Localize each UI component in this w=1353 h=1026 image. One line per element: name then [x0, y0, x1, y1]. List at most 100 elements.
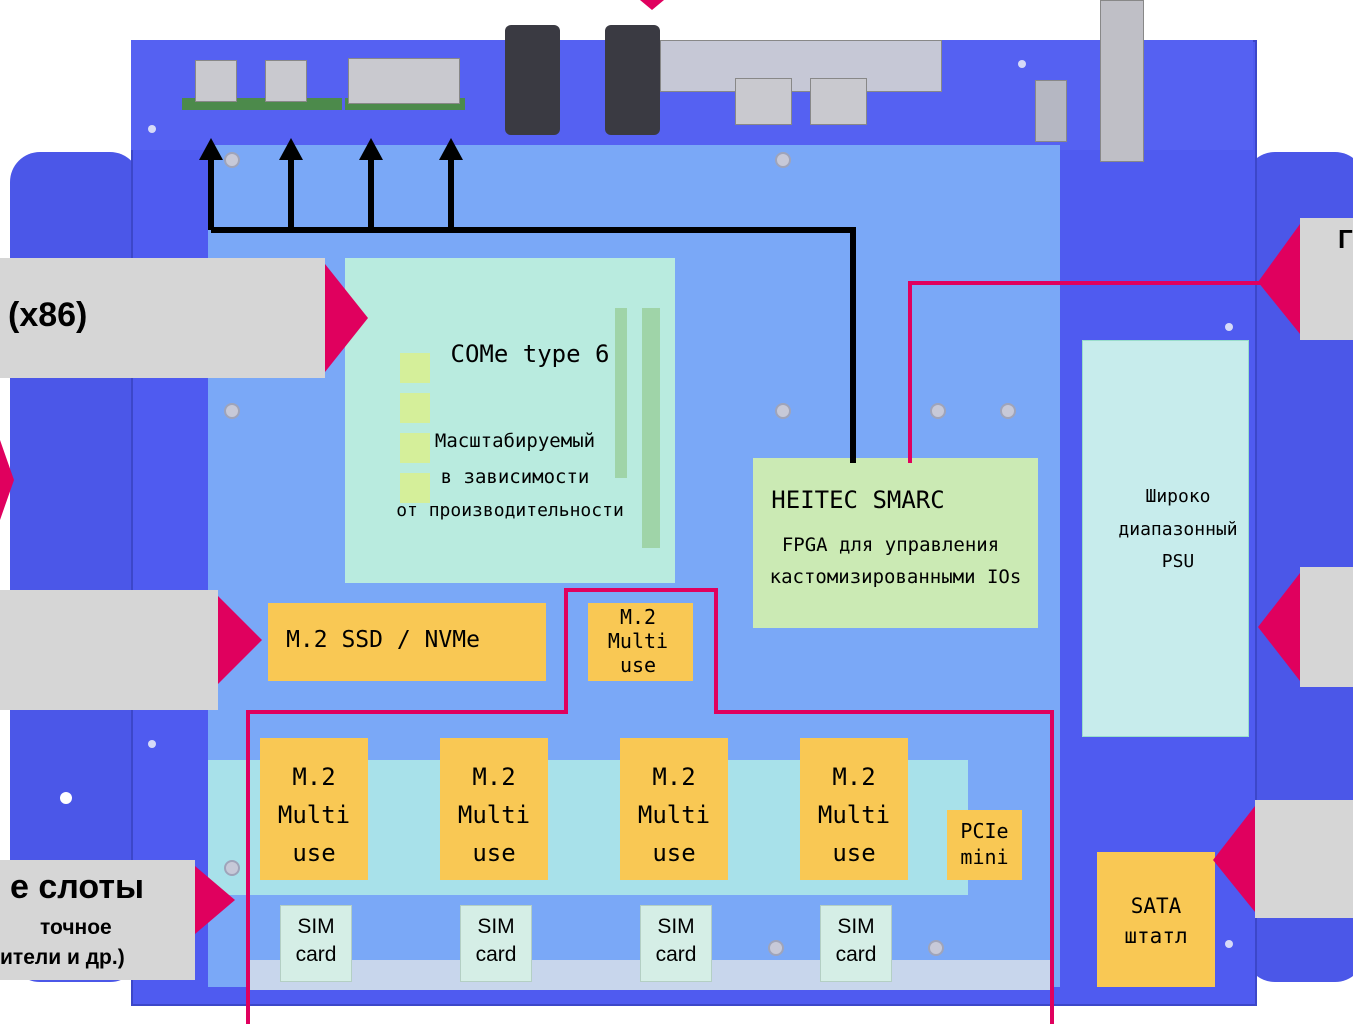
- sim-line: SIM: [477, 915, 515, 938]
- sim-card-slot-4: SIM card: [820, 905, 892, 982]
- m2-slot-line: Multi: [637, 801, 711, 829]
- memory-chip: [400, 473, 430, 503]
- display-connector: [348, 58, 460, 104]
- m2-slot-line: use: [832, 839, 876, 867]
- antenna-connector: [505, 25, 560, 135]
- sim-line: card: [835, 943, 877, 966]
- smarc-desc-line2: кастомизированными IOs: [769, 566, 1022, 588]
- board-dot: [1018, 60, 1026, 68]
- come-module: COMe type 6 Масштабируемый в зависимости…: [345, 258, 675, 583]
- pcie-line2: mini: [960, 845, 1009, 869]
- antenna-connector: [605, 25, 660, 135]
- sim-line: card: [295, 943, 337, 966]
- usb-connector: [195, 60, 237, 102]
- pcie-mini-slot: PCIe mini: [947, 810, 1022, 880]
- m2-small-line3: use: [619, 653, 657, 677]
- sim-line: card: [475, 943, 517, 966]
- m2-slot-2: M.2 Multi use: [440, 738, 548, 880]
- m2-small-line1: M.2: [619, 605, 657, 629]
- mounting-screw: [775, 152, 791, 168]
- psu-line1: Широко: [1145, 486, 1211, 507]
- callout-slots-line2: точное: [40, 916, 112, 939]
- callout-top-right: Г: [1300, 218, 1353, 340]
- m2-slot-line: use: [292, 839, 336, 867]
- io-connector: [660, 40, 942, 92]
- power-connector: [1100, 0, 1144, 162]
- mounting-screw: [768, 940, 784, 956]
- board-dot: [60, 792, 72, 804]
- m2-ssd-label: M.2 SSD / NVMe: [286, 627, 480, 653]
- mounting-screw: [224, 403, 240, 419]
- sim-line: SIM: [657, 915, 695, 938]
- mounting-screw: [775, 403, 791, 419]
- m2-small-line2: Multi: [607, 629, 669, 653]
- io-routing-lines: [208, 160, 856, 463]
- m2-slot-line: M.2: [652, 763, 696, 791]
- smarc-desc-line1: FPGA для управления: [781, 534, 1000, 556]
- mounting-screw: [928, 940, 944, 956]
- m2-slot-line: M.2: [292, 763, 336, 791]
- m2-slot-line: M.2: [832, 763, 876, 791]
- come-desc-line3: от производительности: [396, 500, 624, 521]
- ethernet-port: [810, 78, 867, 125]
- pcie-line1: PCIe: [960, 819, 1009, 843]
- m2-ssd-module: M.2 SSD / NVMe: [268, 603, 546, 681]
- callout-top-right-text: Г: [1338, 224, 1353, 254]
- sim-card-slot-3: SIM card: [640, 905, 712, 982]
- ethernet-port: [735, 78, 792, 125]
- sata-box: SATA штатл: [1097, 852, 1215, 987]
- mounting-screw: [930, 403, 946, 419]
- come-title: COMe type 6: [450, 340, 610, 368]
- sim-card-slot-2: SIM card: [460, 905, 532, 982]
- m2-slot-1: M.2 Multi use: [260, 738, 368, 880]
- sim-line: SIM: [837, 915, 875, 938]
- sim-card-slot-1: SIM card: [280, 905, 352, 982]
- mounting-screw: [224, 860, 240, 876]
- m2-slot-line: use: [472, 839, 516, 867]
- psu-module: Широко диапазонный PSU: [1082, 340, 1249, 737]
- connector-strip: [615, 308, 627, 478]
- m2-multiuse-small: M.2 Multi use: [588, 603, 693, 681]
- m2-slot-3: M.2 Multi use: [620, 738, 728, 880]
- m2-slot-line: use: [652, 839, 696, 867]
- m2-slot-4: M.2 Multi use: [800, 738, 908, 880]
- led-indicator: [1035, 80, 1067, 142]
- mounting-screw: [1000, 403, 1016, 419]
- sim-line: card: [655, 943, 697, 966]
- mounting-screw: [224, 152, 240, 168]
- board-dot: [1225, 940, 1233, 948]
- psu-line3: PSU: [1161, 551, 1195, 572]
- callout-pointers: [0, 0, 1300, 934]
- connector-strip: [642, 308, 660, 548]
- smarc-title: HEITEC SMARC: [771, 486, 945, 514]
- arrow-heads: [199, 138, 463, 160]
- m2-slot-line: Multi: [817, 801, 891, 829]
- sim-line: SIM: [297, 915, 335, 938]
- come-desc-line2: в зависимости: [440, 466, 590, 488]
- come-desc-line1: Масштабируемый: [434, 430, 596, 452]
- callout-cpu-text: (x86): [8, 296, 88, 334]
- highlight-lines: [246, 281, 1262, 1024]
- callout-storage: [0, 590, 218, 710]
- m2-slot-line: M.2: [472, 763, 516, 791]
- m2-slot-line: Multi: [277, 801, 351, 829]
- sata-line2: штатл: [1124, 924, 1188, 948]
- callout-slots: е слоты точное ители и др.): [0, 860, 195, 980]
- memory-chip: [400, 433, 430, 463]
- board-dot: [148, 740, 156, 748]
- callout-slots-line3: ители и др.): [0, 946, 125, 969]
- callout-cpu: (x86): [0, 258, 325, 378]
- board-dot: [148, 125, 156, 133]
- m2-slot-line: Multi: [457, 801, 531, 829]
- callout-right-mid: [1300, 567, 1353, 687]
- memory-chip: [400, 393, 430, 423]
- smarc-module: HEITEC SMARC FPGA для управления кастоми…: [753, 458, 1038, 628]
- callout-slots-title: е слоты: [10, 868, 145, 906]
- usb-connector: [265, 60, 307, 102]
- sata-line1: SATA: [1130, 894, 1182, 918]
- callout-right-low: [1255, 800, 1353, 918]
- memory-chip: [400, 353, 430, 383]
- psu-line2: диапазонный: [1118, 519, 1238, 540]
- board-dot: [1225, 323, 1233, 331]
